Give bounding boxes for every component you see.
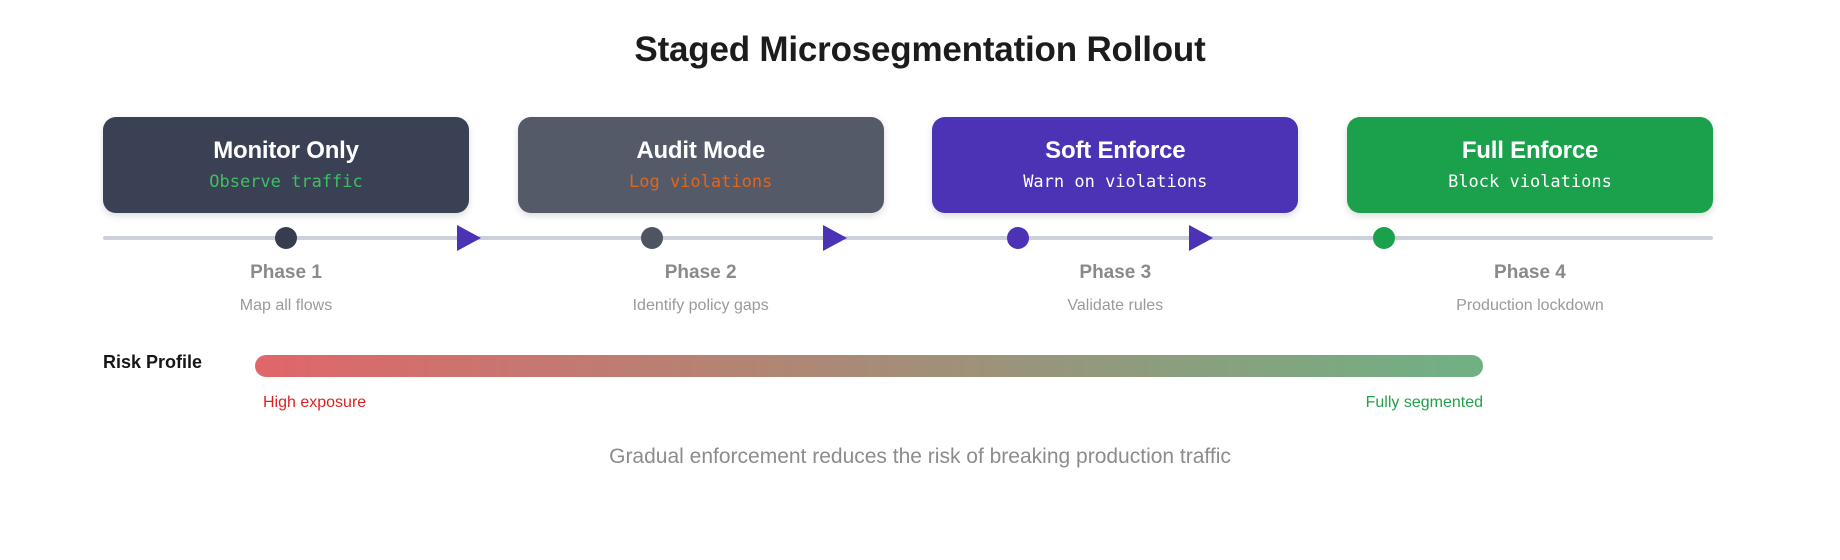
risk-end-label: Fully segmented <box>1365 394 1483 411</box>
page-title: Staged Microsegmentation Rollout <box>634 30 1206 69</box>
phase-card-title: Soft Enforce <box>1045 136 1186 164</box>
footer-caption: Gradual enforcement reduces the risk of … <box>609 445 1231 468</box>
risk-profile-gradient-bar <box>255 355 1483 377</box>
phase-card-title: Audit Mode <box>636 136 765 164</box>
timeline-arrow-icon-1 <box>457 225 481 251</box>
phase-description: Map all flows <box>239 296 333 314</box>
timeline-dot-phase-2[interactable] <box>641 227 663 249</box>
timeline-dot-phase-3[interactable] <box>1007 227 1029 249</box>
phase-label-2: Phase 2 Identify policy gaps <box>518 262 884 315</box>
phase-card-1[interactable]: Monitor Only Observe traffic <box>103 117 469 213</box>
phase-name: Phase 3 <box>1079 262 1152 283</box>
phase-card-4[interactable]: Full Enforce Block violations <box>1346 117 1713 213</box>
phase-card-title: Full Enforce <box>1461 136 1599 164</box>
timeline-arrow-icon-3 <box>1189 225 1213 251</box>
phase-label-4: Phase 4 Production lockdown <box>1347 262 1713 315</box>
phase-card-subtitle: Observe traffic <box>209 172 363 193</box>
risk-profile-label: Risk Profile <box>103 352 203 372</box>
phase-name: Phase 2 <box>664 262 737 283</box>
timeline-arrow-icon-2 <box>823 225 847 251</box>
phase-card-subtitle: Warn on violations <box>1023 172 1208 193</box>
phase-card-subtitle: Block violations <box>1448 172 1612 193</box>
timeline-dot-phase-1[interactable] <box>275 227 297 249</box>
phase-label-1: Phase 1 Map all flows <box>103 262 469 315</box>
phase-card-3[interactable]: Soft Enforce Warn on violations <box>932 117 1299 213</box>
risk-start-label: High exposure <box>263 394 367 411</box>
phase-card-subtitle: Log violations <box>629 172 773 193</box>
phase-name: Phase 4 <box>1494 262 1566 283</box>
timeline-track <box>103 225 1713 251</box>
phase-name: Phase 1 <box>250 262 322 283</box>
timeline-dot-phase-4[interactable] <box>1373 227 1395 249</box>
phase-card-title: Monitor Only <box>213 136 359 164</box>
phase-label-row: Phase 1 Map all flows Phase 2 Identify p… <box>103 262 1713 315</box>
phase-label-3: Phase 3 Validate rules <box>932 262 1298 315</box>
phase-description: Validate rules <box>1067 296 1164 314</box>
phase-description: Production lockdown <box>1456 296 1604 314</box>
phase-card-row: Monitor Only Observe traffic Audit Mode … <box>103 117 1713 213</box>
phase-description: Identify policy gaps <box>632 296 769 314</box>
phase-card-2[interactable]: Audit Mode Log violations <box>517 117 884 213</box>
